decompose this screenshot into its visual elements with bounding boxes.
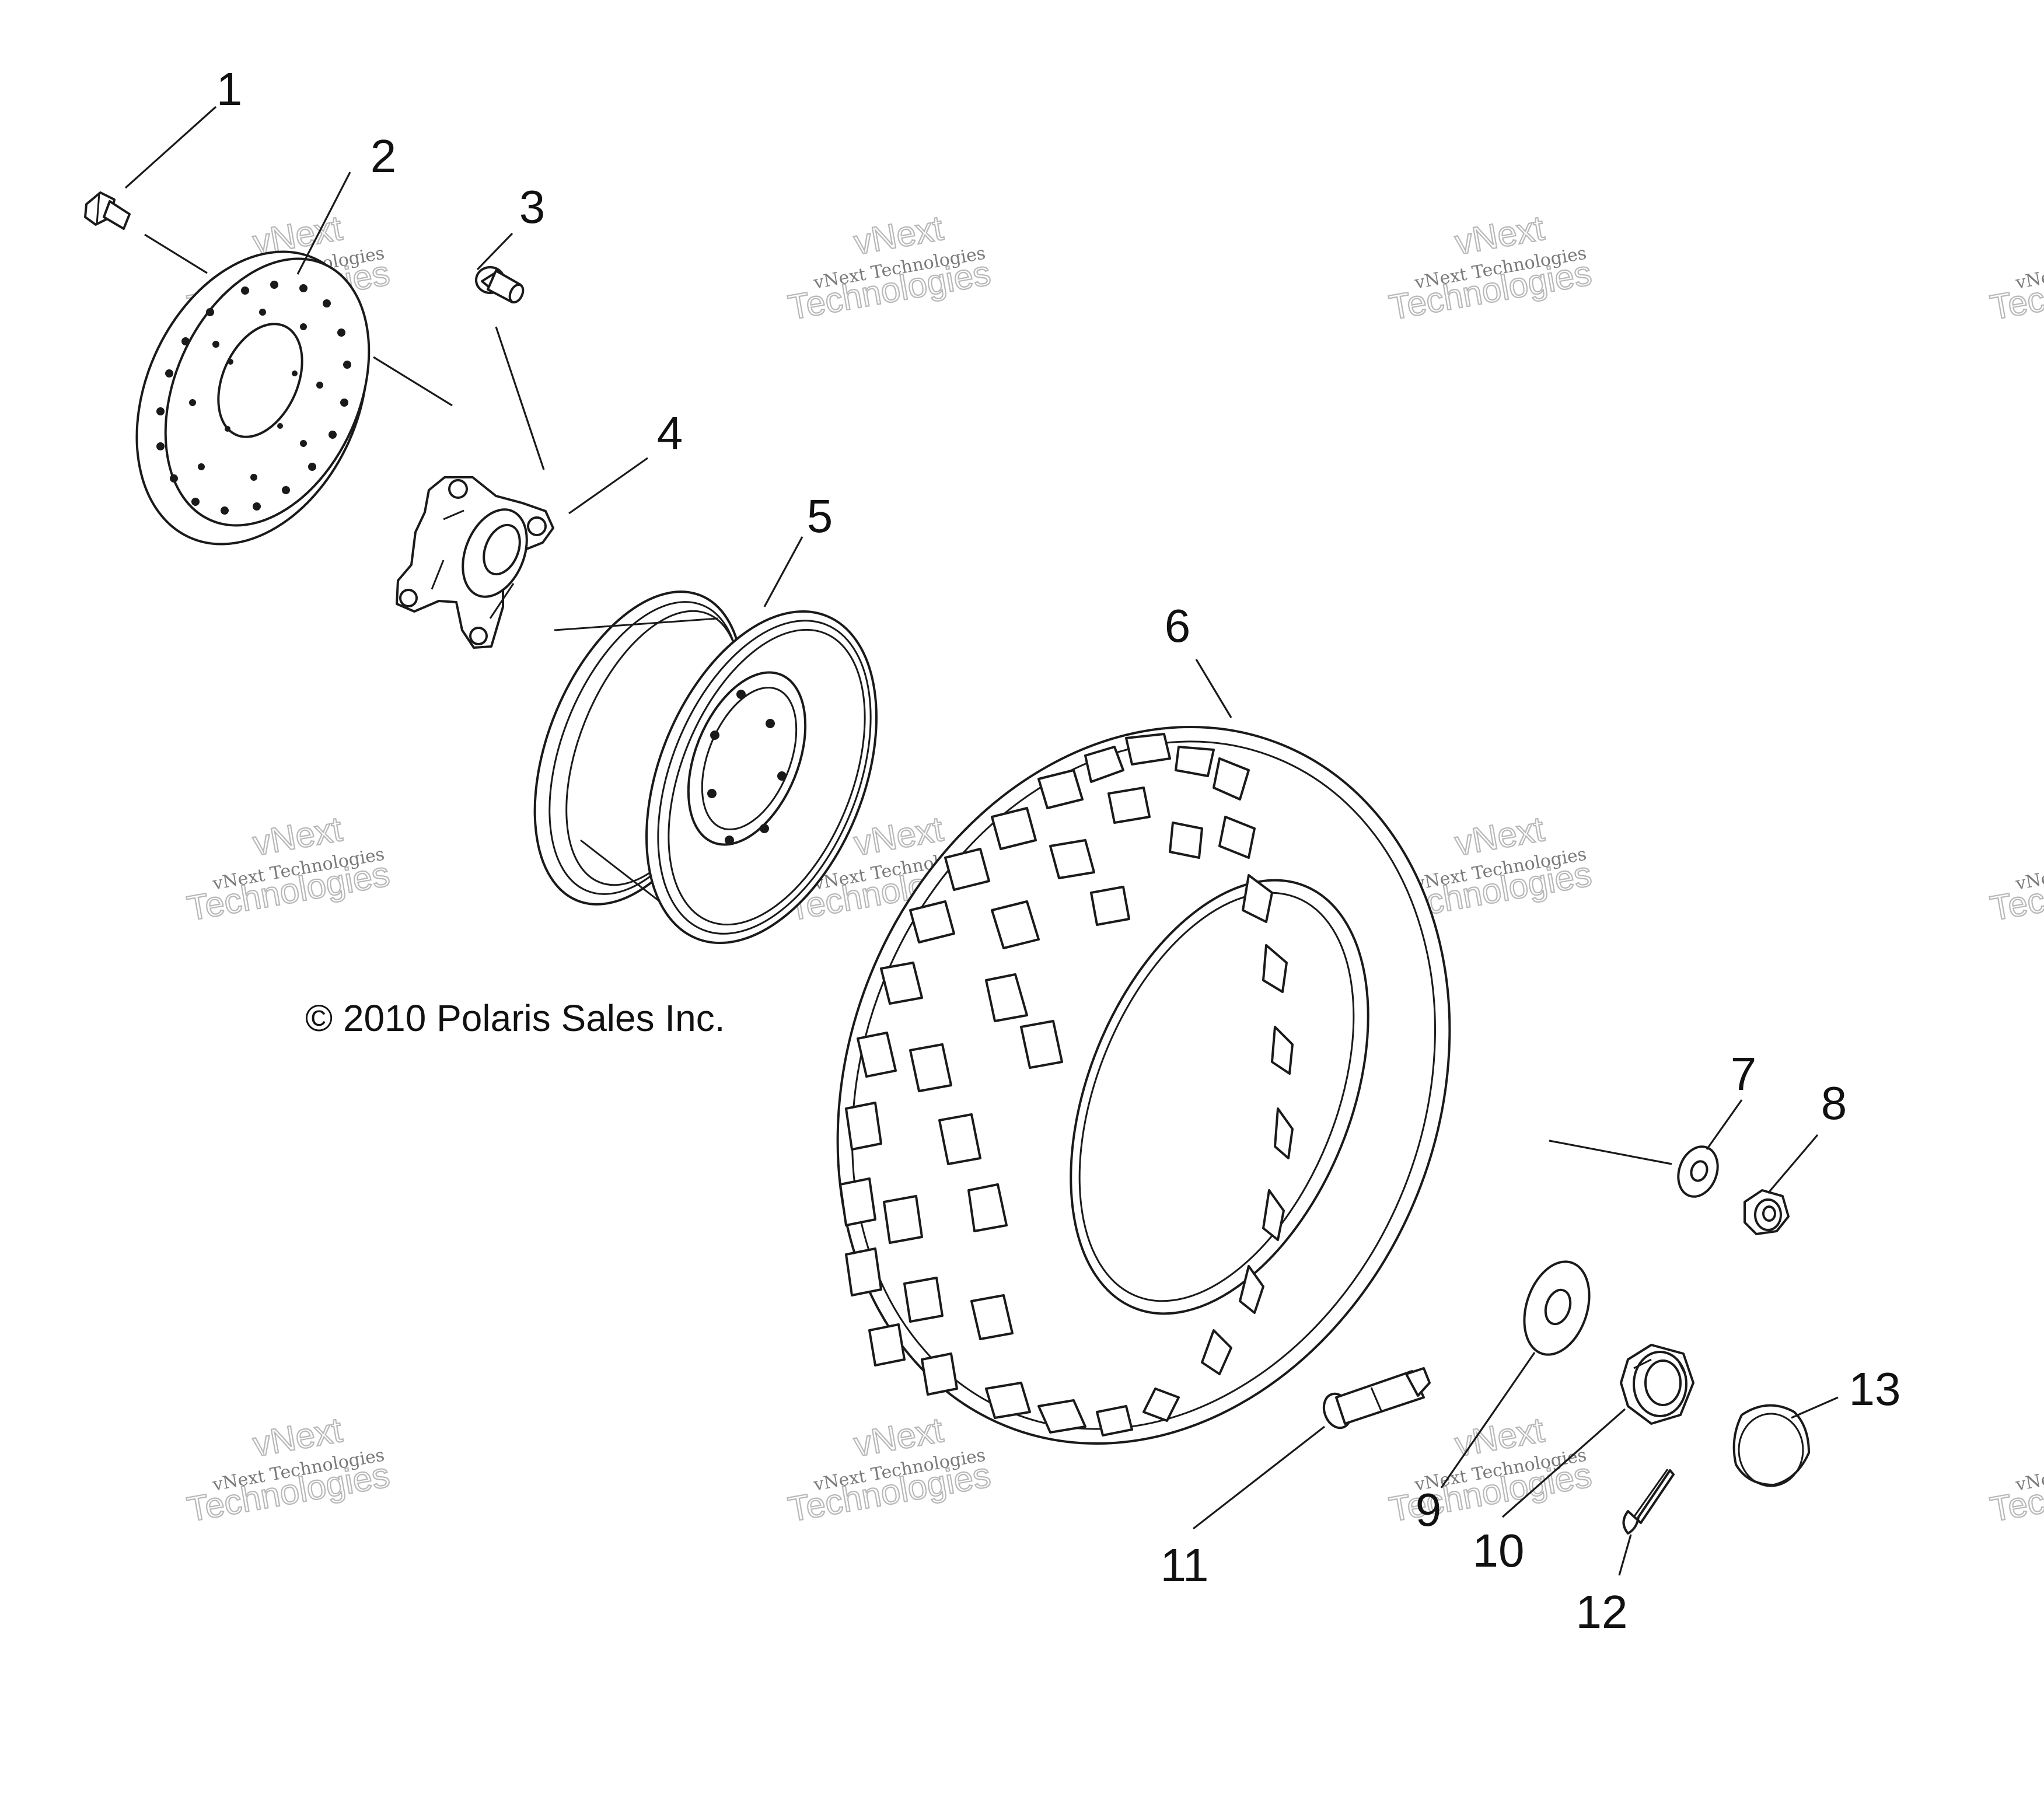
callout-8: 8: [1821, 1077, 1847, 1129]
callout-9: 9: [1416, 1484, 1442, 1536]
leader-2: [296, 172, 351, 275]
part-13-dust-cap: [1732, 1404, 1810, 1487]
watermark: vNext Technologies vNext Technologies: [785, 1410, 994, 1530]
part-1-bolt: [84, 191, 131, 230]
watermark: vNext Technologies vNext Technologies: [1987, 844, 2044, 929]
callout-12: 12: [1576, 1586, 1628, 1638]
part-3-stud: [475, 266, 525, 304]
callout-5: 5: [807, 490, 833, 542]
part-4-hub: [396, 476, 554, 649]
callout-1: 1: [216, 63, 243, 115]
callout-13: 13: [1849, 1363, 1901, 1415]
part-9-washer: [1523, 1260, 1591, 1356]
leader-9: [1440, 1352, 1536, 1488]
leader-7b: [1549, 1140, 1672, 1165]
leader-2c: [373, 356, 453, 407]
watermark: vNext Technologies vNext Technologies: [785, 208, 994, 328]
copyright-notice: © 2010 Polaris Sales Inc.: [305, 997, 725, 1039]
leader-6: [1195, 659, 1232, 718]
leader-1: [124, 106, 217, 189]
leader-8: [1767, 1134, 1819, 1194]
leader-2b: [144, 233, 208, 274]
watermark: vNext Technologies vNext Technologies: [1987, 243, 2044, 328]
callout-6: 6: [1165, 600, 1191, 652]
leader-5: [763, 536, 803, 607]
leader-lines: [124, 106, 1839, 1576]
brake-disc-vent-holes: [156, 281, 351, 515]
tire-tread-blocks: [839, 733, 1294, 1437]
part-10-castle-nut: [1620, 1344, 1694, 1425]
watermark-caption: vNext Technologies: [2014, 243, 2044, 293]
watermark: vNext Technologies vNext Technologies: [1386, 208, 1595, 328]
leader-12: [1618, 1534, 1632, 1576]
leader-7: [1706, 1099, 1743, 1150]
callout-3: 3: [519, 181, 546, 233]
part-12-cotter-pin: [1622, 1469, 1675, 1535]
part-5-wheel-rim: [533, 590, 878, 944]
leader-3b: [495, 326, 545, 470]
rim-lug-holes: [707, 690, 787, 845]
leader-4: [568, 457, 648, 515]
watermark-caption: vNext Technologies: [2014, 1445, 2044, 1495]
watermark: vNext Technologies vNext Technologies: [184, 1410, 393, 1530]
part-8-nut: [1743, 1189, 1790, 1235]
leader-13: [1791, 1396, 1839, 1419]
callout-10: 10: [1473, 1525, 1525, 1577]
leader-10: [1501, 1408, 1626, 1518]
callout-7: 7: [1731, 1048, 1757, 1100]
part-6-tire: [836, 726, 1451, 1445]
callout-2: 2: [371, 130, 397, 182]
part-11-pin: [1322, 1367, 1431, 1429]
part-2-brake-disc: [135, 250, 371, 546]
callout-4: 4: [657, 407, 683, 459]
watermark: vNext Technologies vNext Technologies: [184, 809, 393, 929]
watermark-caption: vNext Technologies: [2014, 844, 2044, 894]
watermark: vNext Technologies vNext Technologies: [1987, 1445, 2044, 1530]
part-7-washer: [1677, 1145, 1719, 1198]
leader-3: [476, 232, 513, 271]
leader-11: [1193, 1425, 1325, 1530]
callout-11: 11: [1160, 1539, 1208, 1591]
callout-numbers: 1 2 3 4 5 6 7 8 9 10 11 12 13: [216, 63, 1901, 1638]
